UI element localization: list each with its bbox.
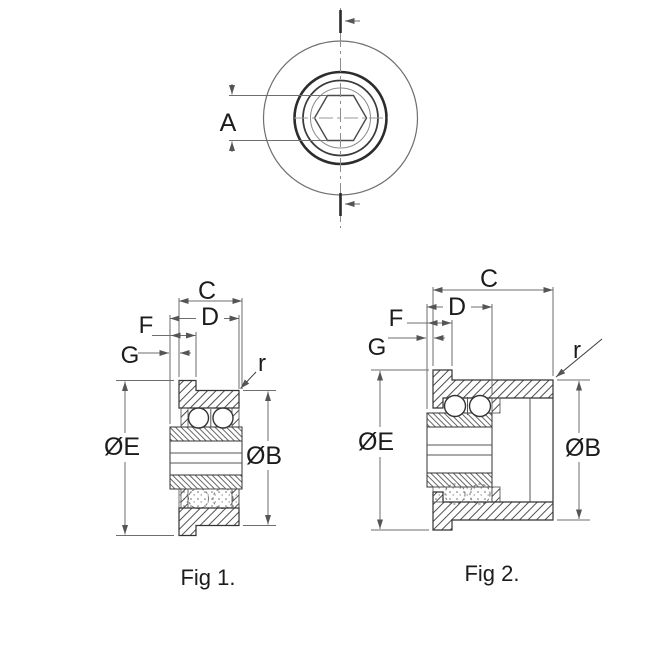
fig1-dim-label-d: D [201, 303, 219, 331]
fig1-ball [212, 407, 234, 429]
fig1-dim-label-f: F [139, 312, 154, 339]
fig1-inner-ring-bottom [169, 474, 243, 490]
fig2-dim-label-g: G [368, 334, 387, 361]
fig1-section: C D F G ØE ØB r Fig 1. [104, 277, 282, 590]
fig2-sleeve-center [426, 426, 493, 474]
front-view: A [220, 8, 419, 228]
fig1-dim-label-ob: ØB [246, 442, 282, 470]
fig1-dim-label-r: r [258, 350, 266, 377]
fig1-caption: Fig 1. [180, 565, 235, 590]
fig1-inner-ring-top [169, 426, 243, 442]
fig2-shoulder-tab [491, 486, 501, 503]
dim-label-a: A [220, 109, 237, 137]
fig1-shoulder-tab [180, 488, 189, 509]
fig2-dim-label-oe: ØE [358, 428, 394, 456]
fig2-outer-cup-bottom [432, 491, 554, 531]
fig1-dim-label-oe: ØE [104, 433, 140, 461]
fig2-shoulder-tab [491, 397, 501, 414]
fig2-ball [468, 394, 492, 418]
fig2-dim-d-mask [443, 297, 471, 318]
fig2-ball [443, 394, 467, 418]
fig2-dim-label-r: r [573, 337, 581, 364]
fig2-dim-label-f: F [389, 305, 404, 332]
fig2-section: C D F G ØE ØB r Fig 2. [358, 265, 603, 586]
fig1-shoulder-tab [180, 407, 189, 428]
fig2-dim-label-ob: ØB [565, 434, 601, 462]
fig1-dim-d-mask [196, 307, 224, 328]
fig2-caption: Fig 2. [464, 561, 519, 586]
fig2-dim-label-d: D [448, 293, 466, 321]
fig1-ball [187, 407, 210, 429]
fig1-outer-ring-top [178, 379, 240, 409]
fig1-outer-ring-bottom [178, 507, 240, 537]
fig1-dim-label-c: C [198, 277, 216, 305]
fig1-shoulder-tab [231, 488, 240, 509]
fig1-dim-r-leader [240, 371, 257, 389]
fig1-sleeve-center [169, 440, 243, 476]
fig1-dim-label-g: G [121, 342, 140, 369]
fig2-dim-r-leader [555, 338, 603, 378]
fig2-dim-label-c: C [480, 265, 498, 293]
